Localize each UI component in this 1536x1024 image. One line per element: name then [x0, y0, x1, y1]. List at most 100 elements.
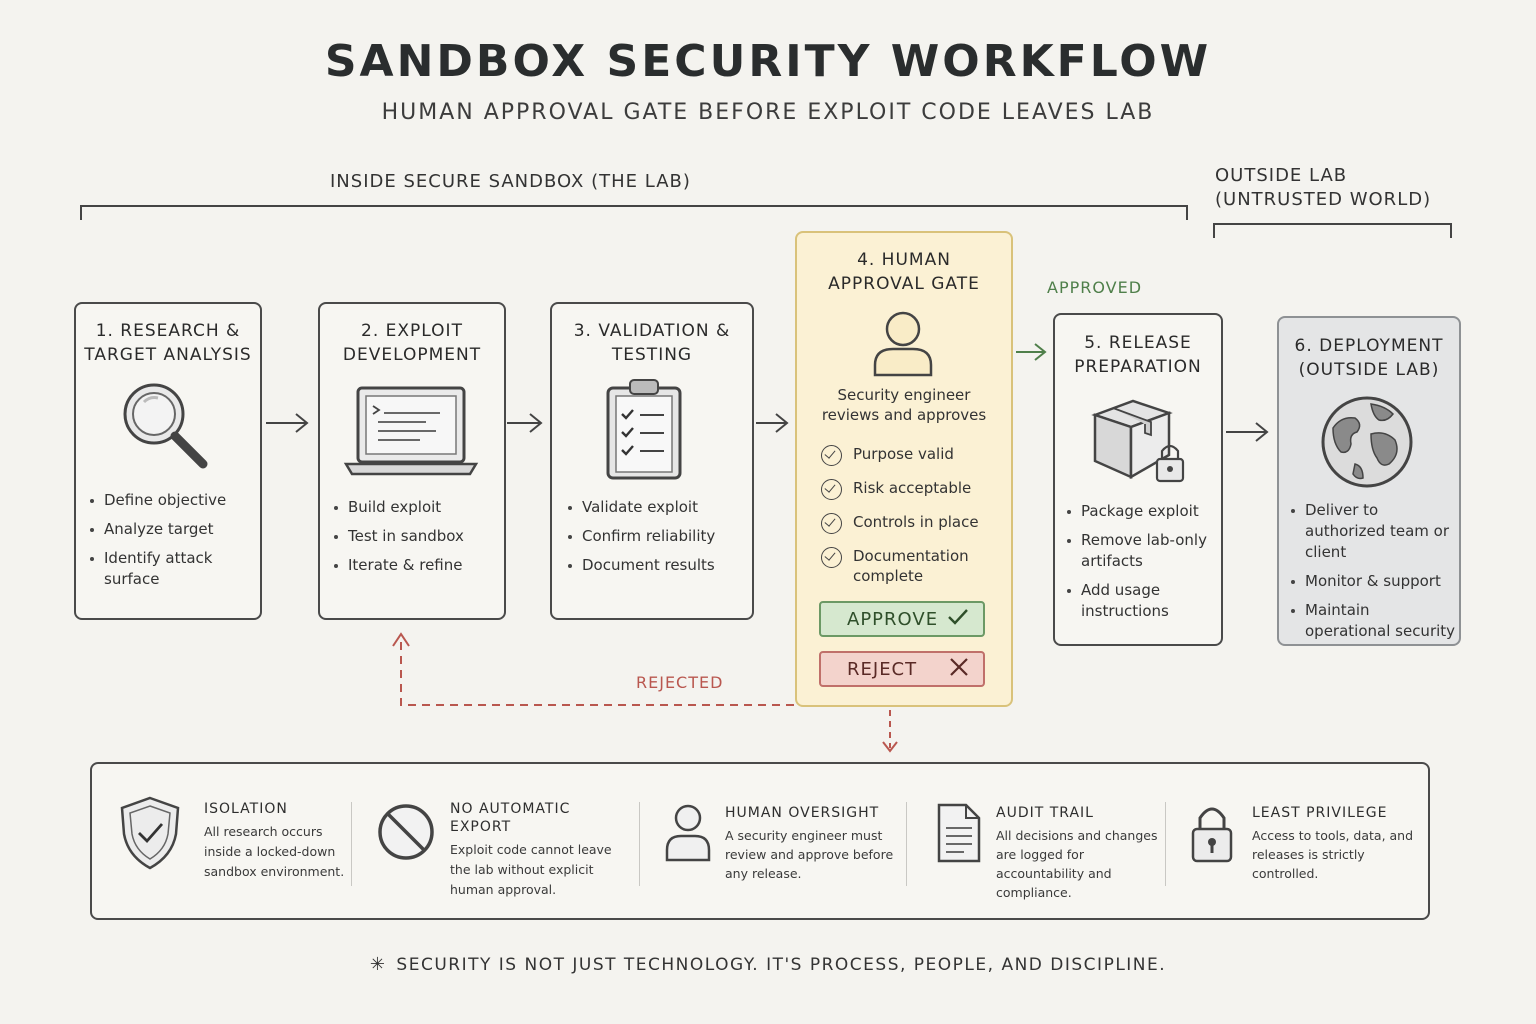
stage-bullets: Define objective Analyze target Identify… [88, 490, 254, 598]
stage-bullets: Build exploit Test in sandbox Iterate & … [332, 497, 498, 584]
stage-bullets: Deliver to authorized team or client Mon… [1289, 500, 1459, 650]
principle-title: ISOLATION [204, 801, 288, 817]
checkmark-icon [947, 608, 969, 631]
laptop-icon [342, 384, 482, 484]
stage-card-release-preparation: 5. RELEASE PREPARATION Package exploit R… [1053, 313, 1223, 646]
check-item: Controls in place [821, 512, 1001, 534]
principle-no-automatic-export: NO AUTOMATIC EXPORT Exploit code cannot … [376, 764, 626, 922]
stage-card-research: 1. RESEARCH & TARGET ANALYSIS Define obj… [74, 302, 262, 620]
arrow-2-3 [507, 413, 543, 433]
arrow-approved [1016, 343, 1047, 361]
principle-description: All decisions and changes are logged for… [996, 828, 1158, 900]
check-label: Risk acceptable [853, 479, 972, 497]
principle-description: A security engineer must review and appr… [725, 828, 894, 881]
gate-title: 4. HUMAN APPROVAL GATE [828, 250, 980, 294]
footer-note: ✳ SECURITY IS NOT JUST TECHNOLOGY. IT'S P… [0, 954, 1536, 975]
check-item: Purpose valid [821, 444, 1001, 466]
stage-title: 3. VALIDATION & TESTING [573, 321, 731, 365]
footer-text: SECURITY IS NOT JUST TECHNOLOGY. IT'S PR… [396, 955, 1167, 975]
stage-bullets: Package exploit Remove lab-only artifact… [1065, 501, 1219, 630]
check-label: Documentation complete [853, 547, 969, 585]
outside-zone-bracket [1213, 223, 1452, 238]
bullet: Remove lab-only artifacts [1065, 530, 1219, 572]
stage-title: 1. RESEARCH & TARGET ANALYSIS [84, 321, 252, 365]
check-label: Purpose valid [853, 445, 954, 463]
principle-title: LEAST PRIVILEGE [1252, 805, 1388, 821]
page-subtitle: HUMAN APPROVAL GATE BEFORE EXPLOIT CODE … [381, 100, 1155, 125]
human-approval-gate-card: 4. HUMAN APPROVAL GATE Security engineer… [795, 231, 1013, 707]
check-circle-icon [821, 513, 842, 534]
check-circle-icon [821, 479, 842, 500]
arrow-3-4 [756, 413, 789, 433]
bullet: Validate exploit [566, 497, 746, 518]
rejected-label: REJECTED [636, 673, 724, 692]
bullet: Test in sandbox [332, 526, 498, 547]
bullet: Add usage instructions [1065, 580, 1219, 622]
principle-human-oversight: HUMAN OVERSIGHT A security engineer must… [662, 764, 906, 922]
gate-checklist: Purpose valid Risk acceptable Controls i… [821, 444, 1001, 598]
divider [639, 802, 640, 886]
approve-label: APPROVE [847, 608, 939, 630]
principle-text: ISOLATION All research occurs inside a l… [204, 800, 354, 882]
bullet: Confirm reliability [566, 526, 746, 547]
rejected-loop-arrow [400, 636, 794, 706]
check-label: Controls in place [853, 513, 979, 531]
bullet: Define objective [88, 490, 254, 511]
arrow-1-2 [266, 413, 309, 433]
stage-card-validation: 3. VALIDATION & TESTING Validate exploit… [550, 302, 754, 620]
inside-zone-label: INSIDE SECURE SANDBOX (THE LAB) [330, 171, 691, 192]
magnifying-glass-icon [118, 380, 214, 480]
locked-package-icon [1089, 393, 1189, 493]
reject-button[interactable]: REJECT [819, 651, 985, 687]
principle-isolation: ISOLATION All research occurs inside a l… [118, 764, 354, 922]
close-icon [949, 657, 969, 682]
stage-title: 2. EXPLOIT DEVELOPMENT [342, 321, 482, 365]
divider [1165, 802, 1166, 886]
person-icon [664, 802, 712, 866]
check-item: Risk acceptable [821, 478, 1001, 500]
bullet: Analyze target [88, 519, 254, 540]
document-icon [936, 802, 982, 868]
principle-text: LEAST PRIVILEGE Access to tools, data, a… [1252, 804, 1420, 883]
principle-text: NO AUTOMATIC EXPORT Exploit code cannot … [450, 800, 626, 900]
clipboard-checklist-icon [604, 376, 684, 486]
person-icon [871, 309, 935, 381]
check-item: Documentation complete [821, 546, 1001, 586]
check-circle-icon [821, 445, 842, 466]
reject-label: REJECT [847, 658, 918, 680]
prohibited-icon [376, 802, 436, 866]
bullet: Identify attack surface [88, 548, 254, 590]
check-circle-icon [821, 547, 842, 568]
page-title: SANDBOX SECURITY WORKFLOW [324, 36, 1212, 87]
stage-title: 6. DEPLOYMENT (OUTSIDE LAB) [1294, 336, 1444, 380]
gate-description: Security engineer reviews and approves [821, 386, 987, 424]
stage-bullets: Validate exploit Confirm reliability Doc… [566, 497, 746, 584]
bullet: Deliver to authorized team or client [1289, 500, 1459, 563]
principle-description: All research occurs inside a locked-down… [204, 824, 345, 879]
principle-description: Access to tools, data, and releases is s… [1252, 828, 1414, 881]
principle-title: HUMAN OVERSIGHT [725, 805, 880, 821]
principle-audit-trail: AUDIT TRAIL All decisions and changes ar… [936, 764, 1166, 922]
inside-zone-bracket [80, 205, 1188, 220]
bullet: Monitor & support [1289, 571, 1459, 592]
stage-title: 5. RELEASE PREPARATION [1074, 333, 1202, 377]
stage-card-exploit-development: 2. EXPLOIT DEVELOPMENT Build exploit Tes… [318, 302, 506, 620]
bullet: Iterate & refine [332, 555, 498, 576]
asterisk-icon: ✳ [369, 954, 387, 975]
principle-text: AUDIT TRAIL All decisions and changes ar… [996, 804, 1166, 902]
padlock-icon [1190, 802, 1234, 868]
divider [351, 802, 352, 886]
divider [906, 802, 907, 886]
shield-check-icon [118, 794, 182, 874]
principles-panel: ISOLATION All research occurs inside a l… [90, 762, 1430, 920]
principle-title: AUDIT TRAIL [996, 805, 1094, 821]
principle-title: NO AUTOMATIC EXPORT [450, 801, 571, 835]
bullet: Package exploit [1065, 501, 1219, 522]
stage-card-deployment: 6. DEPLOYMENT (OUTSIDE LAB) Deliver to a… [1277, 316, 1461, 646]
principle-description: Exploit code cannot leave the lab withou… [450, 842, 612, 897]
globe-icon [1319, 394, 1415, 494]
bullet: Document results [566, 555, 746, 576]
bullet: Build exploit [332, 497, 498, 518]
approve-button[interactable]: APPROVE [819, 601, 985, 637]
